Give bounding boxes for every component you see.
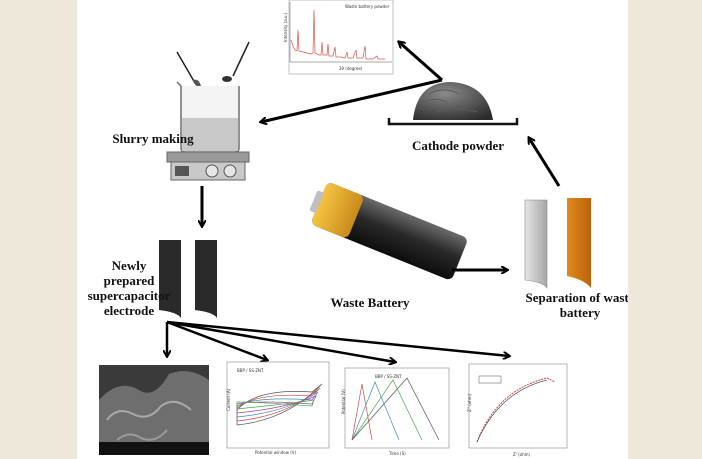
xrd-plot: 2θ (degree) Intensity (a.u.) Waste batte… <box>283 0 394 75</box>
gcd-xlabel: Time (S) <box>388 451 406 456</box>
xrd-legend: Waste battery powder <box>345 4 390 9</box>
cathode-powder-heap <box>387 82 519 126</box>
gcd-plot: BBP / SS-ZNT Time (S) Potential (V) <box>341 367 450 456</box>
label-line-separation: Separation of waste <box>525 290 628 305</box>
eis-xlabel: Z' (ohm) <box>513 452 531 457</box>
gcd-title: BBP / SS-ZNT <box>375 374 402 379</box>
sem-image <box>99 365 209 455</box>
xrd-xlabel: 2θ (degree) <box>339 66 363 71</box>
eis-ylabel: Z'' (ohm) <box>467 393 472 412</box>
label-line-newly: Newly <box>111 258 147 273</box>
label-line-electrode: electrode <box>103 303 155 318</box>
supercapacitor-electrodes <box>159 240 217 318</box>
arrow-to-eis <box>166 320 509 356</box>
xrd-curve <box>290 9 385 60</box>
label-slurry-making: Slurry making <box>112 131 194 146</box>
cv-xlabel: Potential window (V) <box>255 450 297 455</box>
arrow-to-gcd <box>166 320 395 362</box>
label-separation-of-waste-battery: Separation of waste battery <box>515 290 628 320</box>
diagram-canvas: 2θ (degree) Intensity (a.u.) Waste batte… <box>77 0 628 459</box>
flow-arrows <box>166 42 561 362</box>
label-newly-prepared-electrode: Newly prepared supercapacitor electrode <box>77 258 185 318</box>
arrow-powder-to-xrd <box>399 42 443 82</box>
xrd-ylabel: Intensity (a.u.) <box>283 12 288 42</box>
label-line-prepared: prepared <box>103 273 155 288</box>
eis-plot: Z' (ohm) Z'' (ohm) <box>467 363 568 457</box>
separated-electrodes <box>524 198 591 289</box>
arrow-separation-to-powder <box>529 138 561 187</box>
label-line-battery: battery <box>559 305 601 320</box>
cv-title: BBP / SS-ZNT <box>237 368 264 373</box>
arrow-powder-to-slurry <box>261 78 443 122</box>
cv-plot: BBP / SS-ZNT Potential window (V) Curren… <box>226 361 330 455</box>
arrow-to-cv <box>166 320 267 360</box>
diagram-graphics: 2θ (degree) Intensity (a.u.) Waste batte… <box>99 0 591 457</box>
cv-ylabel: Current (A) <box>226 388 231 411</box>
waste-battery-icon <box>309 183 467 280</box>
gcd-ylabel: Potential (V) <box>341 389 346 414</box>
label-cathode-powder: Cathode powder <box>411 138 505 153</box>
label-line-supercapacitor: supercapacitor <box>87 288 171 303</box>
slurry-apparatus <box>166 41 250 181</box>
label-waste-battery: Waste Battery <box>330 295 410 310</box>
